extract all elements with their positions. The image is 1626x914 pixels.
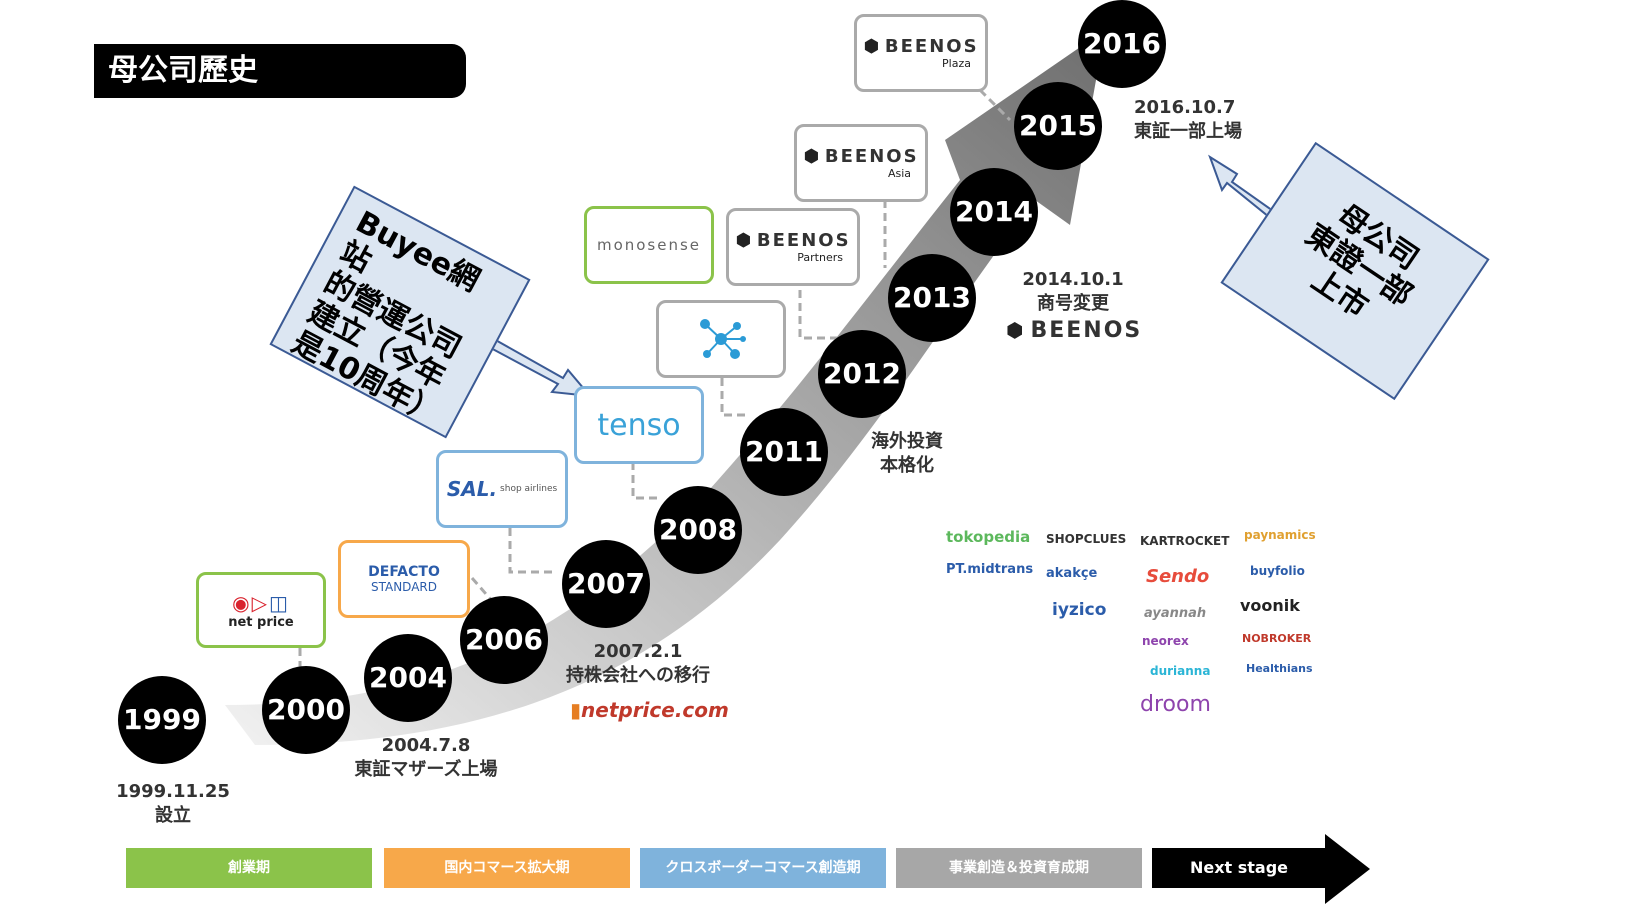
partner-logo: buyfolio <box>1250 564 1305 578</box>
network-logo-box <box>656 300 786 378</box>
stage-crossborder: クロスボーダーコマース創造期 <box>640 848 886 888</box>
monosense-box: monosense <box>584 206 714 284</box>
stage-investment: 事業創造＆投資育成期 <box>896 848 1142 888</box>
tenso-box: tenso <box>574 386 704 464</box>
partner-logo: Sendo <box>1146 566 1210 587</box>
partner-logo: PT.midtrans <box>946 562 1034 577</box>
partner-logo: neorex <box>1142 634 1189 648</box>
network-icon <box>700 319 746 359</box>
beenos-plaza-box: ⬢ BEENOS Plaza <box>854 14 988 92</box>
partner-logo: akakçe <box>1046 566 1098 581</box>
netprice-box: ◉▷◫ net price <box>196 572 326 648</box>
partner-logo: SHOPCLUES <box>1046 532 1127 546</box>
year-circle: 2006 <box>460 596 548 684</box>
defacto-box: DEFACTO STANDARD <box>338 540 470 618</box>
year-circle: 2011 <box>740 408 828 496</box>
partner-logo: droom <box>1140 692 1211 717</box>
stage-domestic: 国内コマース拡大期 <box>384 848 630 888</box>
partner-logo: tokopedia <box>946 528 1031 546</box>
year-circle: 2007 <box>562 540 650 628</box>
next-stage-arrowhead <box>1325 834 1370 904</box>
partner-logo: durianna <box>1150 664 1211 678</box>
year-circle: 2008 <box>654 486 742 574</box>
partner-logo: iyzico <box>1052 600 1107 620</box>
year-circle: 2014 <box>950 168 1038 256</box>
note-2011: 海外投資本格化 <box>871 431 943 476</box>
partner-logo: paynamics <box>1244 528 1316 542</box>
partner-logo: Healthians <box>1246 662 1313 675</box>
beenos-asia-box: ⬢ BEENOS Asia <box>794 124 928 202</box>
stage-next: Next stage <box>1152 848 1326 888</box>
year-circle: 1999 <box>118 676 206 764</box>
year-circle: 2000 <box>262 666 350 754</box>
netprice-icon: ◉▷◫ <box>232 590 290 615</box>
year-circle: 2016 <box>1078 0 1166 88</box>
stage-founding: 創業期 <box>126 848 372 888</box>
partner-logo: KARTROCKET <box>1140 534 1230 548</box>
partner-logo: NOBROKER <box>1242 632 1312 645</box>
year-circle: 2012 <box>818 330 906 418</box>
page-title: 母公司歷史 <box>94 44 466 98</box>
beenos-partners-box: ⬢ BEENOS Partners <box>726 208 860 286</box>
year-circle: 2013 <box>888 254 976 342</box>
year-circle: 2015 <box>1014 82 1102 170</box>
partner-logo: voonik <box>1240 596 1300 615</box>
sal-box: SAL. shop airlines <box>436 450 568 528</box>
netprice-com-logo: ▮netprice.com <box>570 698 729 722</box>
beenos-logo: ⬢ BEENOS <box>1006 318 1143 343</box>
partner-logo: ayannah <box>1144 606 1207 621</box>
year-circle: 2004 <box>364 634 452 722</box>
